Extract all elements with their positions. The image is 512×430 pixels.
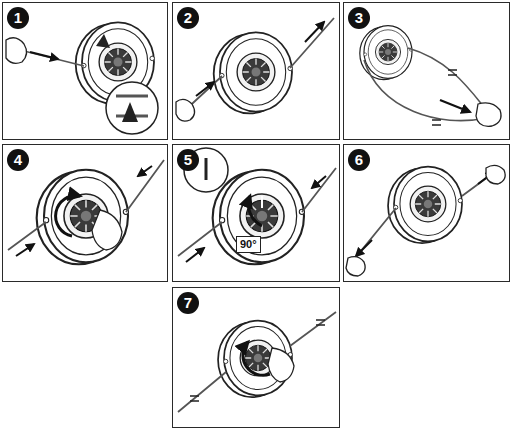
- step-panel: 4: [2, 144, 168, 282]
- step-panel: 7: [172, 287, 340, 428]
- step-panel: 1: [2, 2, 168, 140]
- step-number: 2: [177, 7, 199, 29]
- angle-label: 90°: [236, 236, 261, 253]
- step-number: 4: [7, 149, 29, 171]
- step-panel: 6: [343, 144, 510, 282]
- step-panel: 3: [343, 2, 510, 140]
- step-number: 7: [177, 292, 199, 314]
- step-3-art: [360, 26, 501, 127]
- step-panel: 5: [172, 144, 340, 282]
- step-number: 5: [177, 149, 199, 171]
- step-number: 1: [7, 7, 29, 29]
- step-number: 6: [348, 149, 370, 171]
- step-7-art: [178, 312, 336, 412]
- step-6-art: [346, 165, 505, 276]
- step-2-art: [176, 18, 334, 121]
- step-1-art: [6, 22, 158, 134]
- step-5-art: [178, 148, 336, 264]
- step-number: 3: [348, 7, 370, 29]
- step-4-art: [8, 160, 164, 264]
- step-panel: 2: [172, 2, 340, 140]
